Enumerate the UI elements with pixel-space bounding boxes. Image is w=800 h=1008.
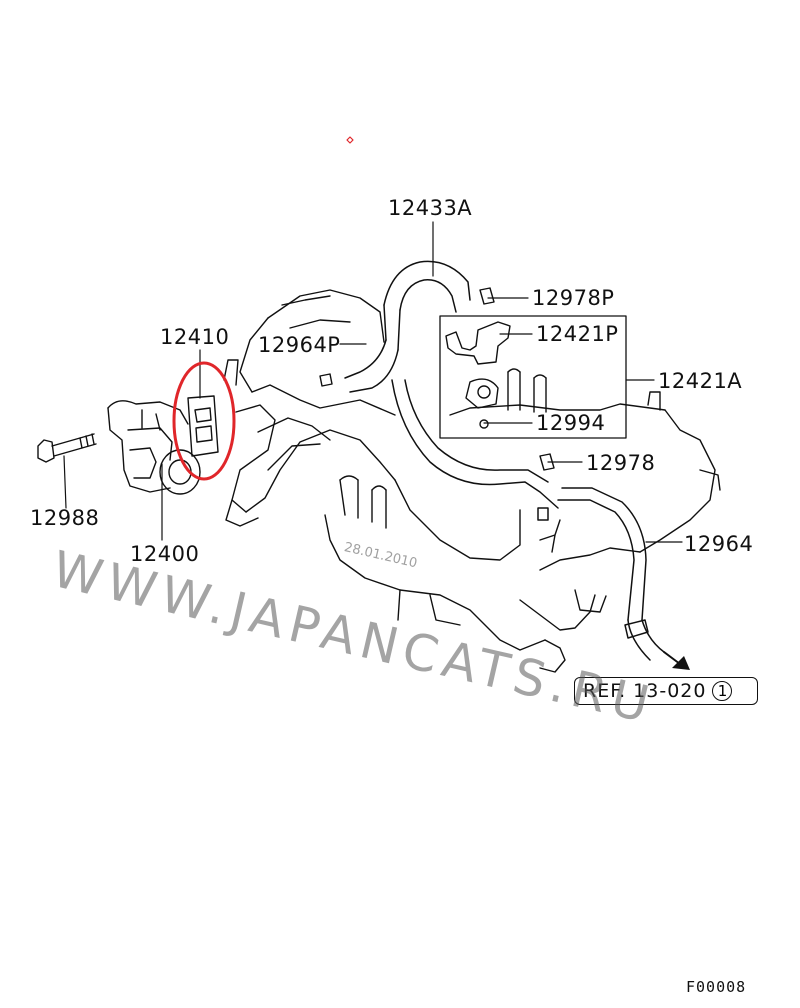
solenoid-valve-drawing [445, 321, 511, 409]
callout-12410: 12410 [160, 325, 230, 349]
reference-circle-number: 1 [712, 681, 733, 701]
vacuum-hoses-drawing [344, 260, 665, 661]
callout-12978P: 12978P [532, 286, 615, 310]
valve-assembly-box [439, 315, 627, 439]
callout-12994: 12994 [536, 411, 606, 435]
throttle-body-drawing [107, 400, 201, 495]
callout-12988: 12988 [30, 506, 100, 530]
intake-manifold-drawing [223, 289, 721, 673]
callout-12421A: 12421A [658, 369, 743, 393]
callout-12400: 12400 [130, 542, 200, 566]
callout-12978: 12978 [586, 451, 656, 475]
small-bolts-drawing [319, 287, 555, 471]
ref-arrow [663, 651, 681, 665]
callout-12433A: 12433A [388, 196, 473, 220]
red-marker-dot [346, 136, 354, 144]
reference-text: REF. 13-020 [583, 680, 707, 702]
gasket-highlight-ring [172, 361, 236, 481]
callout-12421P: 12421P [536, 322, 619, 346]
footer-code: F00008 [686, 978, 747, 996]
reference-box[interactable]: REF. 13-020 1 [574, 677, 758, 705]
bolt-12988-drawing [37, 433, 97, 463]
gasket-drawing [187, 395, 219, 457]
callout-12964: 12964 [684, 532, 754, 556]
callout-12964P: 12964P [258, 333, 341, 357]
leader-lines [63, 221, 683, 543]
